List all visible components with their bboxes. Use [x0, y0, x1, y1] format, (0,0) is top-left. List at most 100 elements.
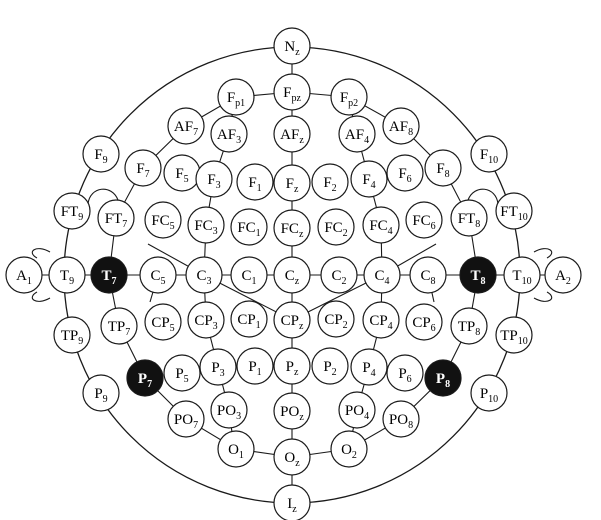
electrode-label-base: FC: [412, 213, 430, 229]
electrode-circle: [210, 115, 248, 153]
electrode-label-subscript: 4: [388, 226, 393, 237]
electrode-label-subscript: z: [299, 321, 304, 332]
electrode-nz: Nz: [273, 27, 311, 65]
electrode-label-subscript: 1: [256, 320, 261, 331]
electrode-f9: F9: [82, 135, 120, 173]
electrode-circle: [362, 301, 400, 339]
electrode-label: CP6: [412, 315, 435, 334]
electrode-label: Oz: [284, 450, 300, 469]
electrode-label-subscript: 5: [184, 174, 189, 185]
electrode-t7: T7: [90, 256, 128, 294]
electrode-t9: T9: [48, 256, 86, 294]
electrode-label-subscript: 9: [103, 155, 108, 166]
electrode-circle: [382, 400, 420, 438]
electrode-label-subscript: p1: [235, 98, 245, 109]
electrode-circle: [405, 201, 443, 239]
electrode-label-base: F: [436, 161, 444, 177]
electrode-label: FC4: [369, 218, 392, 237]
electrode-label-base: AF: [217, 127, 236, 143]
electrode-label-base: P: [286, 359, 294, 375]
electrode-label-base: F: [175, 166, 183, 182]
electrode-circle: [126, 359, 164, 397]
electrode-label-base: PO: [280, 404, 299, 420]
electrode-cp5: CP5: [144, 303, 182, 341]
electrode-label: T9: [60, 268, 74, 287]
electrode-label: CP1: [237, 312, 260, 331]
electrode-label-base: P: [480, 386, 488, 402]
electrode-label-base: O: [284, 450, 295, 466]
electrode-p6: P6: [386, 354, 424, 392]
electrode-label: TP8: [458, 319, 481, 338]
electrode-label: FC3: [194, 218, 217, 237]
electrode-label-subscript: 4: [371, 180, 376, 191]
electrode-label: Fpz: [283, 85, 301, 104]
electrode-label-subscript: 4: [364, 411, 369, 422]
electrode-label-subscript: 10: [518, 212, 528, 223]
electrode-label-subscript: 10: [518, 336, 528, 347]
electrode-label-subscript: pz: [291, 93, 301, 104]
electrode-fc2: FC2: [317, 208, 355, 246]
electrode-c4: C4: [363, 256, 401, 294]
electrode-label: P9: [94, 386, 107, 405]
electrode-circle: [53, 192, 91, 230]
electrode-a2: A2: [544, 256, 582, 294]
electrode-label-base: F: [136, 161, 144, 177]
electrode-c8: C8: [409, 256, 447, 294]
electrode-ft7: FT7: [97, 199, 135, 237]
electrode-label: F4: [362, 172, 375, 191]
electrode-f5: F5: [163, 154, 201, 192]
electrode-label-base: F: [94, 147, 102, 163]
electrode-label-base: C: [196, 268, 206, 284]
electrode-label-base: T: [512, 268, 521, 284]
electrode-c2: C2: [320, 256, 358, 294]
electrode-label-subscript: 3: [236, 135, 241, 146]
electrode-label-subscript: 5: [170, 323, 175, 334]
electrode-label: C8: [420, 268, 435, 287]
electrode-circle: [317, 300, 355, 338]
electrode-label-base: P: [436, 371, 445, 387]
electrode-circle: [320, 256, 358, 294]
electrode-c5: C5: [139, 256, 177, 294]
electrode-label-base: F: [283, 85, 291, 101]
left-ear-arc: [31, 291, 51, 302]
electrode-label-subscript: z: [292, 504, 297, 515]
electrode-circle: [210, 391, 248, 429]
electrode-label-base: C: [420, 268, 430, 284]
electrode-circle: [459, 256, 497, 294]
electrode-oz: Oz: [273, 438, 311, 476]
electrode-label: AF7: [174, 119, 198, 138]
electrode-label-base: P: [211, 360, 219, 376]
electrode-label-base: F: [362, 172, 370, 188]
electrode-label-base: FC: [151, 213, 169, 229]
electrode-label-subscript: 6: [431, 323, 436, 334]
electrode-p1: P1: [236, 347, 274, 385]
electrode-f1: F1: [236, 163, 274, 201]
electrode-label: AF3: [217, 127, 241, 146]
electrode-ft8: FT8: [450, 199, 488, 237]
electrode-label-subscript: 3: [216, 180, 221, 191]
electrode-label-base: PO: [389, 412, 408, 428]
electrode-label: T8: [470, 268, 485, 287]
electrode-label-base: FT: [61, 204, 79, 220]
electrode-label-base: P: [138, 371, 147, 387]
electrode-label-subscript: 3: [207, 276, 212, 287]
electrode-label-base: TP: [61, 328, 79, 344]
electrode-p7: P7: [126, 359, 164, 397]
electrode-label-base: PO: [174, 412, 193, 428]
electrode-label: Cz: [285, 268, 300, 287]
electrode-label: F8: [436, 161, 449, 180]
electrode-f4: F4: [350, 160, 388, 198]
electrode-circle: [139, 256, 177, 294]
electrode-cpz: CPz: [273, 301, 311, 339]
electrode-label-base: TP: [108, 319, 126, 335]
electrode-label-base: CP: [151, 315, 169, 331]
electrode-label: FCz: [281, 221, 304, 240]
electrode-circle: [230, 208, 268, 246]
right-ear-arc: [533, 248, 553, 259]
electrode-label: C5: [150, 268, 165, 287]
electrode-t10: T10: [503, 256, 541, 294]
electrode-label: F1: [248, 175, 261, 194]
electrode-circle: [317, 208, 355, 246]
